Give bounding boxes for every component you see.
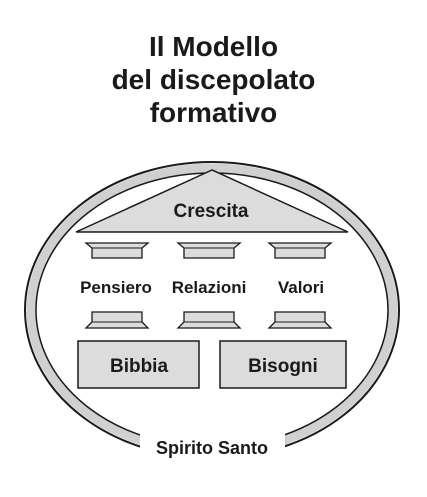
title-line-2: del discepolato [111, 64, 316, 95]
pillar-2-bottom-base [176, 311, 242, 329]
foundation-bisogni [219, 340, 347, 389]
pillar-label-relazioni: Relazioni [172, 278, 247, 297]
pillar-pensiero [84, 242, 150, 329]
pillar-label-pensiero: Pensiero [80, 278, 152, 297]
pillar-2-top-cap [176, 242, 242, 259]
foundation-label-bibbia: Bibbia [110, 356, 168, 377]
pillar-3-bottom-base [267, 311, 333, 329]
pillar-1-top-cap [84, 242, 150, 259]
base-label-backdrop [140, 432, 285, 462]
title-line-3: formativo [149, 97, 278, 128]
pillar-1-bottom-base [84, 311, 150, 329]
base-label-spirito-santo: Spirito Santo [156, 438, 268, 458]
title-line-1: Il Modello [148, 31, 279, 62]
pillar-relazioni [176, 242, 242, 329]
roof-crescita [75, 169, 349, 233]
diagram-title: Il Modello del discepolato formativo [0, 30, 427, 129]
pillar-3-top-cap [267, 242, 333, 259]
pillar-label-valori: Valori [278, 278, 324, 297]
pillar-valori [267, 242, 333, 329]
foundation-bibbia [77, 340, 200, 389]
roof-label: Crescita [174, 201, 249, 222]
foundation-label-bisogni: Bisogni [248, 356, 318, 377]
